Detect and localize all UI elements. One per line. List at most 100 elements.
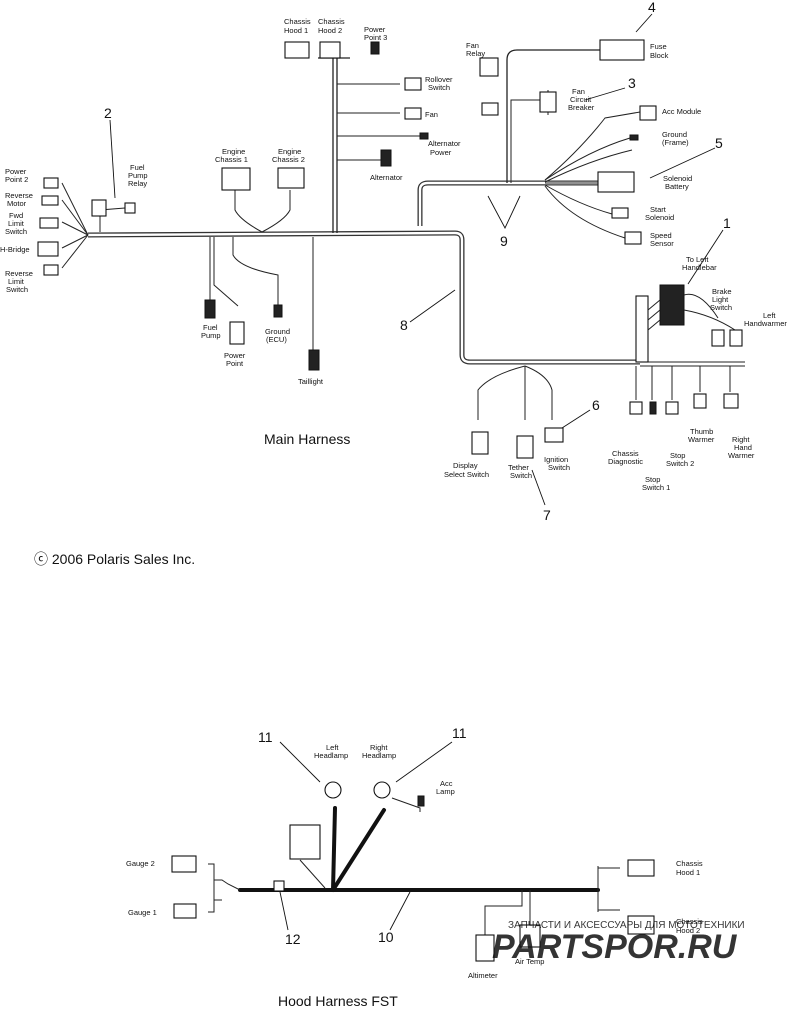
svg-text:Speed: Speed	[650, 231, 672, 240]
svg-text:Hood 1: Hood 1	[676, 868, 700, 877]
svg-text:Fwd: Fwd	[9, 211, 23, 220]
fan-circuit-breaker-connector	[539, 91, 557, 113]
svg-text:Acc: Acc	[440, 779, 453, 788]
svg-text:Gauge 1: Gauge 1	[128, 908, 157, 917]
air-temp-connector	[519, 924, 541, 948]
svg-text:Relay: Relay	[466, 49, 485, 58]
svg-text:Chassis: Chassis	[284, 17, 311, 26]
svg-text:Select Switch: Select Switch	[444, 470, 489, 479]
svg-text:Tether: Tether	[508, 463, 529, 472]
ground-frame-connector	[629, 134, 639, 141]
svg-text:Fan: Fan	[466, 41, 479, 50]
svg-text:Stop: Stop	[670, 451, 685, 460]
svg-text:Point 3: Point 3	[364, 33, 387, 42]
svg-text:Power: Power	[430, 148, 452, 157]
svg-text:Solenoid: Solenoid	[645, 213, 674, 222]
svg-text:Rollover: Rollover	[425, 75, 453, 84]
svg-text:Switch: Switch	[6, 285, 28, 294]
left-handwarmer-connector	[729, 329, 743, 347]
fuel-pump-connector	[204, 299, 216, 319]
svg-text:Block: Block	[650, 51, 669, 60]
chassis-diagnostic-connector	[629, 401, 643, 415]
svg-text:Engine: Engine	[278, 147, 301, 156]
gauge-1-connector	[173, 903, 197, 919]
alternator-power-connector	[419, 132, 429, 140]
chassis-hood-2-connector	[319, 41, 341, 59]
svg-text:Pump: Pump	[128, 171, 148, 180]
svg-text:Limit: Limit	[8, 277, 25, 286]
callout-10: 10	[378, 929, 394, 945]
svg-text:Right: Right	[370, 743, 388, 752]
svg-text:Limit: Limit	[8, 219, 25, 228]
svg-text:Sensor: Sensor	[650, 239, 674, 248]
callout-4: 4	[648, 0, 656, 15]
svg-text:Brake: Brake	[712, 287, 732, 296]
svg-text:Fuel: Fuel	[203, 323, 218, 332]
svg-text:(Frame): (Frame)	[662, 138, 689, 147]
chassis-hood-1-connector-b	[627, 859, 655, 877]
engine-chassis-1-connector	[221, 167, 251, 191]
svg-text:Power: Power	[224, 351, 246, 360]
svg-text:Circuit: Circuit	[570, 95, 592, 104]
svg-text:Switch: Switch	[710, 303, 732, 312]
svg-text:Pump: Pump	[201, 331, 221, 340]
svg-text:Ignition: Ignition	[544, 455, 568, 464]
svg-text:Handwarmer: Handwarmer	[744, 319, 787, 328]
chassis-hood-2-connector-b	[627, 915, 655, 935]
svg-text:Lamp: Lamp	[436, 787, 455, 796]
svg-text:Alternator: Alternator	[370, 173, 403, 182]
svg-text:Display: Display	[453, 461, 478, 470]
power-point-3-connector	[370, 41, 380, 55]
svg-text:Switch: Switch	[548, 463, 570, 472]
power-point-connector	[229, 321, 245, 345]
main-labels: Chassis Hood 1 Chassis Hood 2 Power Poin…	[0, 17, 787, 492]
svg-text:Motor: Motor	[7, 199, 27, 208]
svg-text:Solenoid: Solenoid	[663, 174, 692, 183]
svg-text:Left: Left	[326, 743, 339, 752]
callout-6: 6	[592, 397, 600, 413]
svg-text:Point 2: Point 2	[5, 175, 28, 184]
acc-lamp-connector	[417, 795, 425, 807]
svg-text:Point: Point	[226, 359, 244, 368]
svg-text:Light: Light	[712, 295, 729, 304]
svg-text:Handlebar: Handlebar	[682, 263, 717, 272]
tether-switch-connector	[516, 435, 534, 459]
svg-text:Acc Module: Acc Module	[662, 107, 701, 116]
callout-5: 5	[715, 135, 723, 151]
callout-11-right: 11	[452, 725, 467, 741]
svg-text:Warmer: Warmer	[688, 435, 715, 444]
fan-relay-small-connector	[481, 102, 499, 116]
svg-text:Engine: Engine	[222, 147, 245, 156]
svg-text:Fan: Fan	[572, 87, 585, 96]
svg-text:Fuse: Fuse	[650, 42, 667, 51]
callout-8: 8	[400, 317, 408, 333]
fan-connector	[404, 107, 422, 120]
svg-text:Headlamp: Headlamp	[362, 751, 396, 760]
ignition-switch-connector	[544, 427, 564, 443]
svg-text:H-Bridge: H-Bridge	[0, 245, 30, 254]
rollover-switch-connector	[404, 77, 422, 91]
watermark-tagline: ЗАПЧАСТИ И АКСЕССУАРЫ ДЛЯ МОТОТЕХНИКИ	[508, 920, 745, 931]
svg-text:Hand: Hand	[734, 443, 752, 452]
svg-text:Ground: Ground	[662, 130, 687, 139]
speed-sensor-connector	[624, 231, 642, 245]
svg-text:Hood 1: Hood 1	[284, 26, 308, 35]
svg-text:Gauge 2: Gauge 2	[126, 859, 155, 868]
fuel-pump-relay-connector	[91, 199, 107, 217]
gauge-2-connector	[171, 855, 197, 873]
altimeter-connector	[475, 934, 495, 962]
svg-text:Ground: Ground	[265, 327, 290, 336]
reverse-limit-switch-connector	[43, 264, 59, 276]
hood-harness-title: Hood Harness FST	[278, 993, 398, 1009]
svg-text:Chassis 1: Chassis 1	[215, 155, 248, 164]
main-trunk	[87, 230, 640, 365]
callout-1: 1	[723, 215, 731, 231]
svg-text:Switch: Switch	[5, 227, 27, 236]
svg-text:Power: Power	[364, 25, 386, 34]
callout-11-left: 11	[258, 729, 273, 745]
callout-3: 3	[628, 75, 636, 91]
svg-text:Reverse: Reverse	[5, 191, 33, 200]
watermark-logo: PARTSPOR.RU	[492, 928, 738, 966]
right-headlamp-connector	[373, 781, 391, 799]
svg-text:Switch: Switch	[510, 471, 532, 480]
